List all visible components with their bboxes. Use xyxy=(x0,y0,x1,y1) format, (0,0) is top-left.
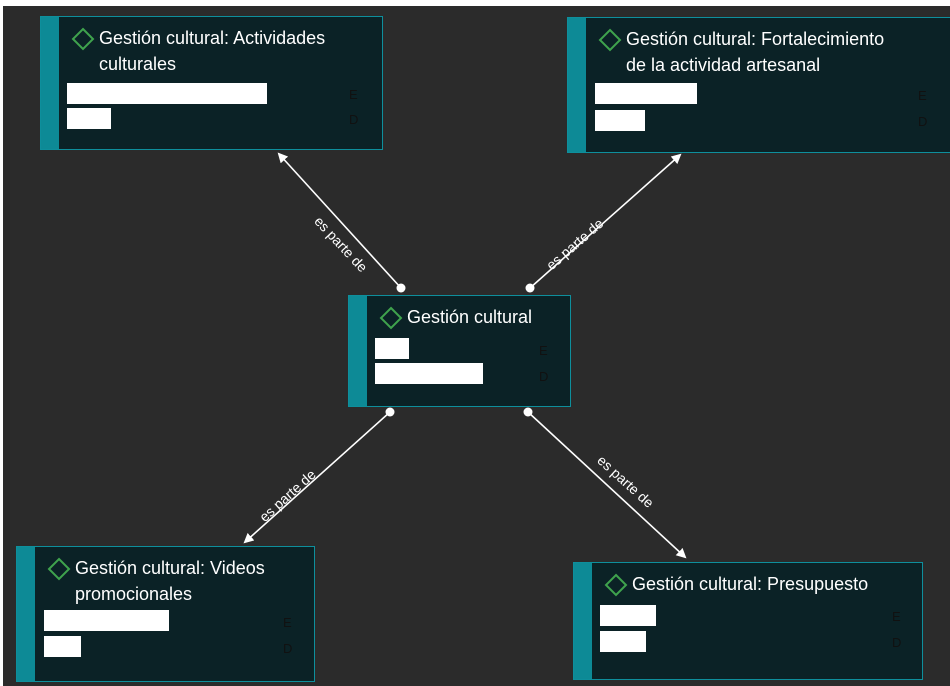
tag-d: D xyxy=(283,641,293,656)
diamond-outline-icon xyxy=(604,573,628,597)
tag-e: E xyxy=(892,609,901,624)
diamond-outline-icon xyxy=(47,557,71,581)
redacted-bar xyxy=(600,631,646,652)
tag-d: D xyxy=(918,114,928,129)
redacted-bar xyxy=(44,610,169,631)
link-origin-dot xyxy=(525,283,535,293)
link-origin-dot xyxy=(523,407,533,417)
node-fortalecimiento-artesanal[interactable]: Gestión cultural: Fortalecimiento de la … xyxy=(567,17,950,153)
node-title-line-1: Gestión cultural: Actividades xyxy=(99,28,326,48)
link-center-top-right[interactable] xyxy=(525,153,682,293)
node-gestion-cultural[interactable]: Gestión cultural E D xyxy=(348,295,571,407)
node-title: Gestión cultural xyxy=(407,307,533,327)
redacted-bar xyxy=(595,83,697,104)
node-stripe xyxy=(574,563,592,679)
node-stripe xyxy=(568,18,586,152)
tag-e: E xyxy=(918,88,927,103)
tag-d: D xyxy=(892,635,902,650)
diamond-outline-icon xyxy=(71,27,95,51)
node-title-line-1: Gestión cultural: Fortalecimiento xyxy=(626,29,885,49)
node-title: Gestión cultural: Fortalecimiento de la … xyxy=(626,26,884,78)
diamond-outline-icon xyxy=(598,28,622,52)
node-stripe xyxy=(41,17,59,149)
node-actividades-culturales[interactable]: Gestión cultural: Actividades culturales… xyxy=(40,16,383,150)
link-center-bottom-right[interactable] xyxy=(523,407,687,559)
link-center-top-left[interactable] xyxy=(277,152,406,293)
redacted-bar xyxy=(67,83,267,104)
diagram-canvas: es parte de es parte de es parte de es p… xyxy=(3,6,950,686)
redacted-bar xyxy=(67,108,111,129)
node-title-line-2: promocionales xyxy=(75,584,193,604)
node-stripe xyxy=(17,547,35,681)
redacted-bar xyxy=(375,363,483,384)
tag-d: D xyxy=(539,369,549,384)
node-title: Gestión cultural: Videos promocionales xyxy=(75,555,265,607)
link-origin-dot xyxy=(396,283,406,293)
relationship-links xyxy=(243,152,687,559)
redacted-bar xyxy=(600,605,656,626)
link-center-bottom-left[interactable] xyxy=(243,407,395,544)
node-title-line-2: de la actividad artesanal xyxy=(626,55,821,75)
redacted-bar xyxy=(44,636,81,657)
node-title-line-2: culturales xyxy=(99,54,177,74)
node-videos-promocionales[interactable]: Gestión cultural: Videos promocionales E… xyxy=(16,546,315,682)
node-stripe xyxy=(349,296,367,406)
tag-e: E xyxy=(349,87,358,102)
link-origin-dot xyxy=(385,407,395,417)
redacted-bar xyxy=(375,338,409,359)
tag-e: E xyxy=(283,615,292,630)
tag-d: D xyxy=(349,112,359,127)
node-title-line-1: Gestión cultural: Videos xyxy=(75,558,265,578)
node-title: Gestión cultural: Actividades culturales xyxy=(99,25,325,77)
tag-e: E xyxy=(539,343,548,358)
node-title: Gestión cultural: Presupuesto xyxy=(632,574,869,594)
diamond-outline-icon xyxy=(379,306,403,330)
redacted-bar xyxy=(595,110,645,131)
node-presupuesto[interactable]: Gestión cultural: Presupuesto E D xyxy=(573,562,923,680)
